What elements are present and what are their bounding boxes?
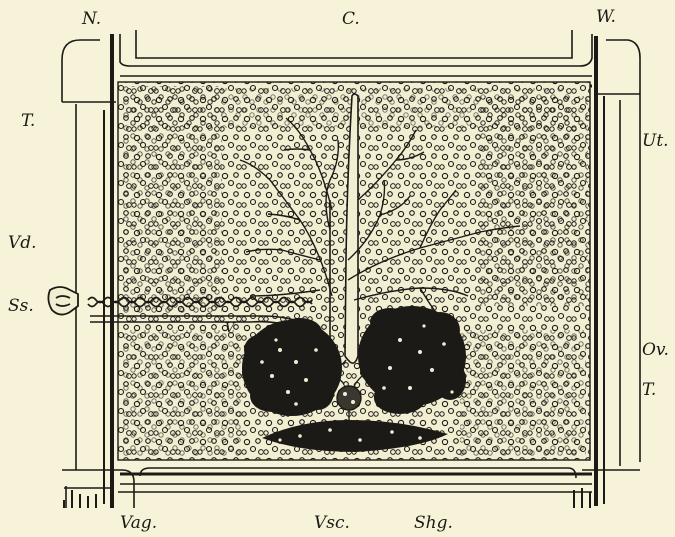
label-T-left: T. <box>21 113 35 130</box>
label-Vag: Vag. <box>120 515 157 532</box>
label-Ov: Ov. <box>642 342 669 359</box>
label-V: V <box>225 322 234 335</box>
genital-opening <box>48 287 78 315</box>
label-Ss: Ss. <box>8 298 34 315</box>
label-Shg: Shg. <box>414 515 453 532</box>
label-Ut: Ut. <box>642 133 669 150</box>
label-N: N. <box>82 11 101 28</box>
label-Vd: Vd. <box>8 235 37 252</box>
shell-gland <box>337 386 361 410</box>
label-T-right: T. <box>642 382 656 399</box>
label-C: C. <box>342 11 360 28</box>
ovary-right <box>358 306 466 414</box>
label-Vsc: Vsc. <box>314 515 350 532</box>
label-W: W. <box>596 9 616 26</box>
